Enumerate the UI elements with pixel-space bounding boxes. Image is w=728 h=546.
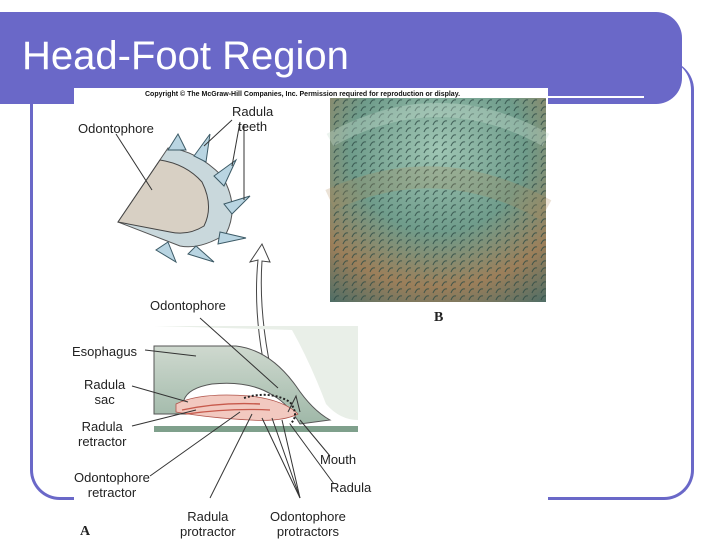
slide-title: Head-Foot Region [22,34,349,78]
leader-lines [131,317,335,499]
panel-label-b: B [434,310,444,325]
label-radula-sac: Radula sac [84,377,126,407]
label-radula-retractor: Radula retractor [78,419,127,449]
label-esophagus: Esophagus [72,344,138,359]
label-odontophore-retractor: Odontophore retractor [74,470,150,500]
copyright-notice: Copyright © The McGraw-Hill Companies, I… [145,91,461,98]
odontophore-closeup [115,119,251,264]
snail-section [153,326,358,432]
label-mouth: Mouth [320,452,357,467]
label-odontophore-protractors: Odontophore protractors [270,509,346,539]
radula-micrograph [325,98,552,302]
panel-label-a: A [80,524,91,539]
label-radula-protractor: Radula protractor [180,509,236,539]
label-radula: Radula [330,480,372,495]
label-odontophore-mid: Odontophore [150,298,226,313]
label-odontophore-top: Odontophore [78,121,154,136]
label-radula-teeth: Radula teeth [232,104,274,134]
magnify-arrow [248,242,277,393]
